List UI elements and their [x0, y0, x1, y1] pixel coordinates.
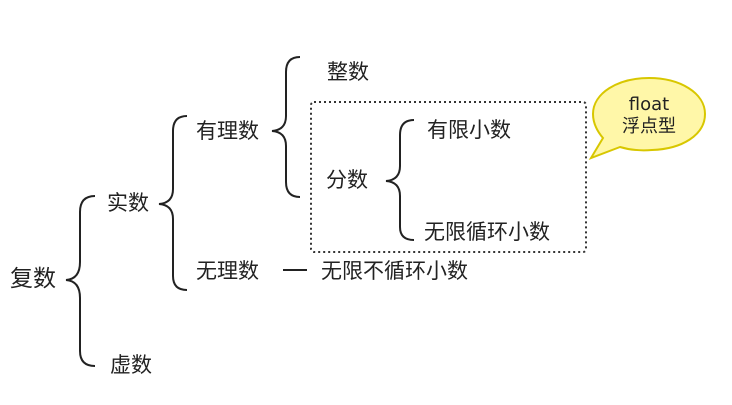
label-imaginary-number: 虚数	[110, 353, 152, 377]
brace-fraction	[385, 119, 415, 241]
label-finite-decimal: 有限小数	[427, 118, 511, 142]
fraction-group-box	[310, 101, 587, 253]
label-complex-number: 复数	[10, 266, 56, 292]
label-irrational-number: 无理数	[196, 259, 259, 283]
label-real-number: 实数	[107, 191, 149, 215]
label-repeating-decimal: 无限循环小数	[424, 220, 550, 244]
float-callout-bubble	[588, 76, 707, 160]
brace-rational	[271, 56, 301, 198]
callout-float-type-label: 浮点型	[622, 116, 676, 137]
callout-float-label: float	[628, 94, 670, 115]
brace-complex	[65, 195, 96, 367]
brace-real	[158, 115, 188, 291]
label-integer: 整数	[327, 60, 369, 84]
label-nonrepeating-decimal: 无限不循环小数	[321, 259, 468, 283]
label-fraction: 分数	[326, 168, 368, 192]
label-rational-number: 有理数	[196, 119, 259, 143]
